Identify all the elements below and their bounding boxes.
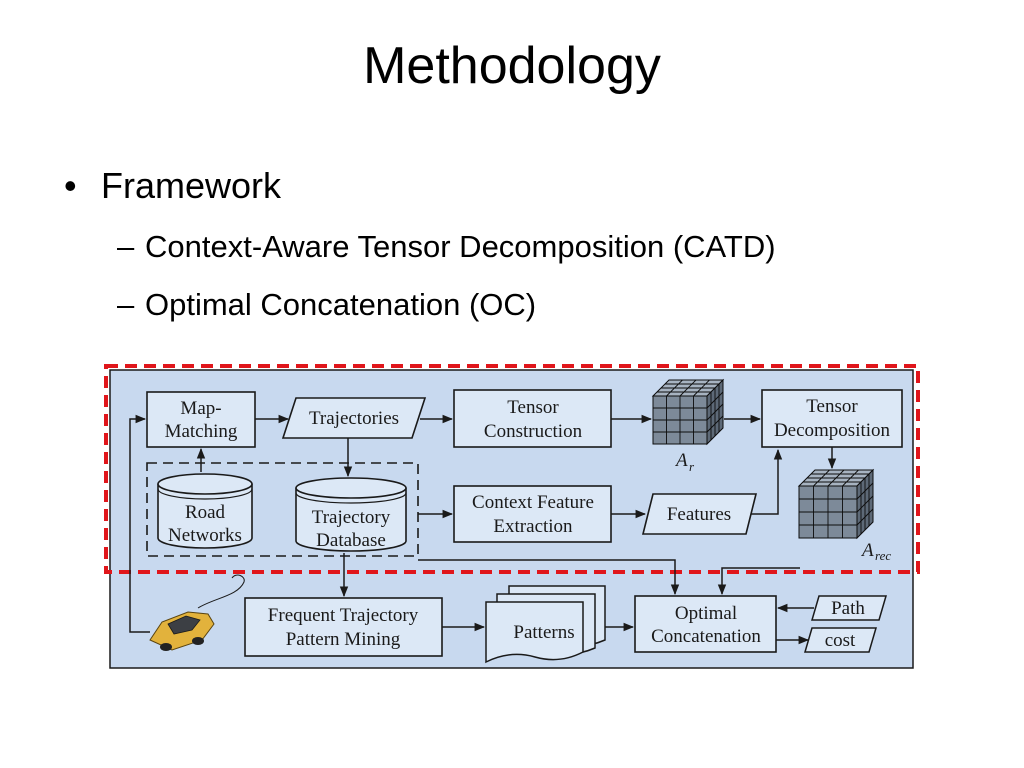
svg-text:Matching: Matching [165, 421, 238, 442]
optimal-concatenation-box: Optimal Concatenation [634, 595, 777, 653]
svg-text:rec: rec [875, 548, 891, 563]
svg-text:Map-: Map- [180, 398, 221, 419]
svg-text:Construction: Construction [484, 421, 583, 442]
svg-text:Database: Database [316, 530, 386, 551]
sub-bullet-oc-text: Optimal Concatenation (OC) [145, 287, 537, 322]
cost-node: cost [804, 627, 877, 653]
svg-text:Optimal: Optimal [675, 603, 737, 624]
slide-title: Methodology [363, 37, 661, 95]
tensor-cube-ar [651, 378, 725, 446]
svg-text:Context Feature: Context Feature [472, 492, 594, 513]
sub-bullet-catd: –Context-Aware Tensor Decomposition (CAT… [117, 229, 776, 264]
label-arec: A rec [860, 540, 891, 563]
svg-text:Road: Road [185, 502, 226, 523]
sub-bullet-catd-text: Context-Aware Tensor Decomposition (CATD… [145, 229, 776, 264]
svg-text:Path: Path [831, 598, 865, 619]
label-ar: A r [674, 450, 695, 474]
svg-text:Frequent Trajectory: Frequent Trajectory [268, 605, 419, 626]
data-sources-group [146, 462, 419, 557]
svg-text:Tensor: Tensor [507, 397, 559, 418]
tensor-cube-arec [797, 468, 875, 540]
road-networks-cylinder: Road Networks [157, 473, 253, 549]
trajectory-database-cylinder: Trajectory Database [295, 477, 407, 552]
frequent-pattern-mining-box: Frequent Trajectory Pattern Mining [244, 597, 443, 657]
svg-text:Decomposition: Decomposition [774, 420, 891, 441]
map-matching-box: Map- Matching [146, 391, 256, 448]
trajectories-node: Trajectories [281, 397, 427, 439]
bullet-framework-text: Framework [101, 165, 282, 206]
svg-text:Trajectories: Trajectories [309, 408, 399, 429]
svg-text:cost: cost [825, 630, 856, 651]
svg-text:r: r [689, 459, 695, 474]
context-feature-extraction-box: Context Feature Extraction [453, 485, 612, 543]
tensor-construction-box: Tensor Construction [453, 389, 612, 448]
svg-text:Pattern Mining: Pattern Mining [286, 629, 401, 650]
path-node: Path [811, 595, 887, 621]
tensor-decomposition-box: Tensor Decomposition [761, 389, 903, 448]
catd-highlight-border [104, 364, 920, 574]
svg-text:Concatenation: Concatenation [651, 626, 761, 647]
svg-text:Trajectory: Trajectory [312, 507, 391, 528]
svg-text:A: A [860, 540, 874, 561]
patterns-documents: Patterns [485, 585, 606, 664]
car-icon [149, 574, 245, 651]
features-node: Features [641, 493, 758, 535]
bullet-dot: • [64, 165, 77, 206]
svg-text:Patterns: Patterns [513, 622, 574, 643]
connectors [129, 414, 837, 645]
sub-bullet-oc: –Optimal Concatenation (OC) [117, 287, 537, 322]
svg-text:Networks: Networks [168, 525, 242, 546]
svg-text:Tensor: Tensor [806, 396, 858, 417]
svg-text:Features: Features [667, 504, 731, 525]
svg-text:A: A [674, 450, 688, 471]
svg-text:Extraction: Extraction [493, 516, 573, 537]
